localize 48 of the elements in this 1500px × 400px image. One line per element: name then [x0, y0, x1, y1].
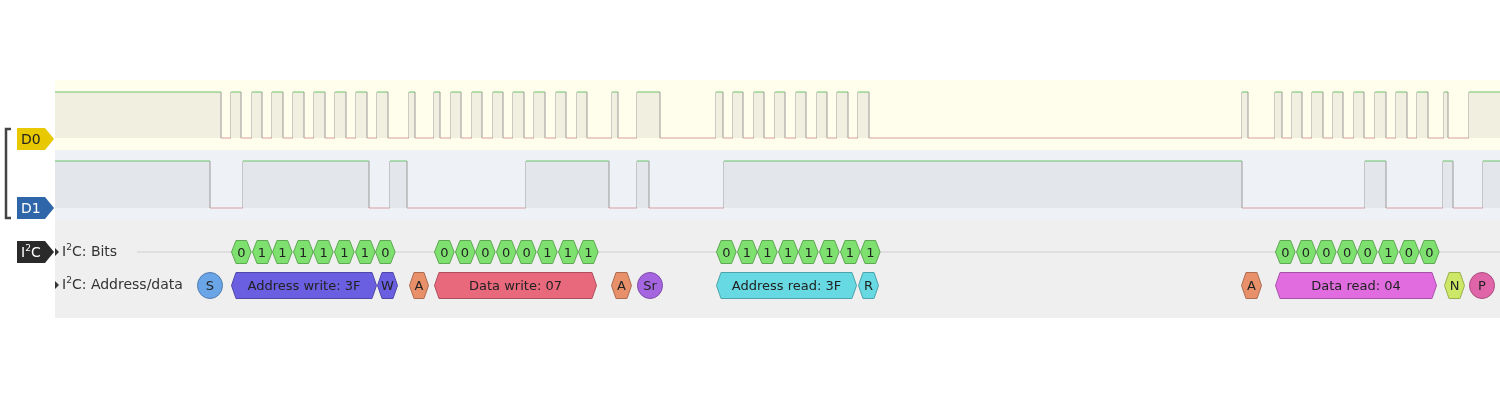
bit-marker: 1 — [757, 240, 778, 264]
bit-marker: 1 — [251, 240, 273, 264]
bit-marker: 1 — [313, 240, 334, 264]
annotation-marker: Sr — [637, 272, 663, 299]
bit-marker: 0 — [1419, 240, 1440, 264]
bit-marker: 1 — [1378, 240, 1399, 264]
bit-marker: 1 — [537, 240, 558, 264]
bit-marker: 0 — [1398, 240, 1420, 264]
annotation-marker: A — [409, 272, 429, 299]
channel-tag: D1 — [17, 197, 54, 219]
bit-marker: 0 — [375, 240, 396, 264]
bit-marker: 1 — [557, 240, 579, 264]
bit-marker: 0 — [495, 240, 517, 264]
annotation-marker: S — [197, 272, 223, 299]
bit-marker: 0 — [1275, 240, 1296, 264]
bit-marker: 1 — [292, 240, 314, 264]
annotation-marker: R — [858, 272, 879, 299]
bit-marker: 1 — [839, 240, 861, 264]
bit-marker: 1 — [578, 240, 599, 264]
bit-marker: 0 — [475, 240, 496, 264]
bit-marker: 1 — [354, 240, 376, 264]
row-label: I$^{2}$C: Bits — [62, 243, 118, 259]
bit-marker: 1 — [736, 240, 758, 264]
bit-marker: 0 — [1316, 240, 1337, 264]
channel-tag: D0 — [17, 128, 54, 150]
bit-marker: 0 — [1336, 240, 1358, 264]
annotation-marker: N — [1444, 272, 1465, 299]
bit-marker: 0 — [1295, 240, 1317, 264]
bit-marker: 1 — [334, 240, 355, 264]
bit-marker: 1 — [272, 240, 293, 264]
annotation-marker: Data write: 07 — [434, 272, 597, 299]
row-label: I$^{2}$C: Address/data — [62, 276, 183, 292]
bit-marker: 0 — [454, 240, 476, 264]
annotation-marker: Data read: 04 — [1275, 272, 1437, 299]
bit-marker: 0 — [516, 240, 537, 264]
bit-marker: 0 — [1357, 240, 1378, 264]
annotation-marker: W — [377, 272, 398, 299]
bit-marker: 0 — [716, 240, 737, 264]
bit-marker: 0 — [231, 240, 252, 264]
bit-marker: 1 — [777, 240, 799, 264]
decoder-tag: I$^{2}$C — [17, 241, 54, 263]
annotation-marker: A — [611, 272, 632, 299]
annotation-marker: P — [1469, 272, 1495, 299]
bit-marker: 1 — [819, 240, 840, 264]
bit-marker: 1 — [860, 240, 881, 264]
bit-marker: 0 — [434, 240, 455, 264]
annotation-marker: A — [1241, 272, 1262, 299]
bit-marker: 1 — [798, 240, 819, 264]
